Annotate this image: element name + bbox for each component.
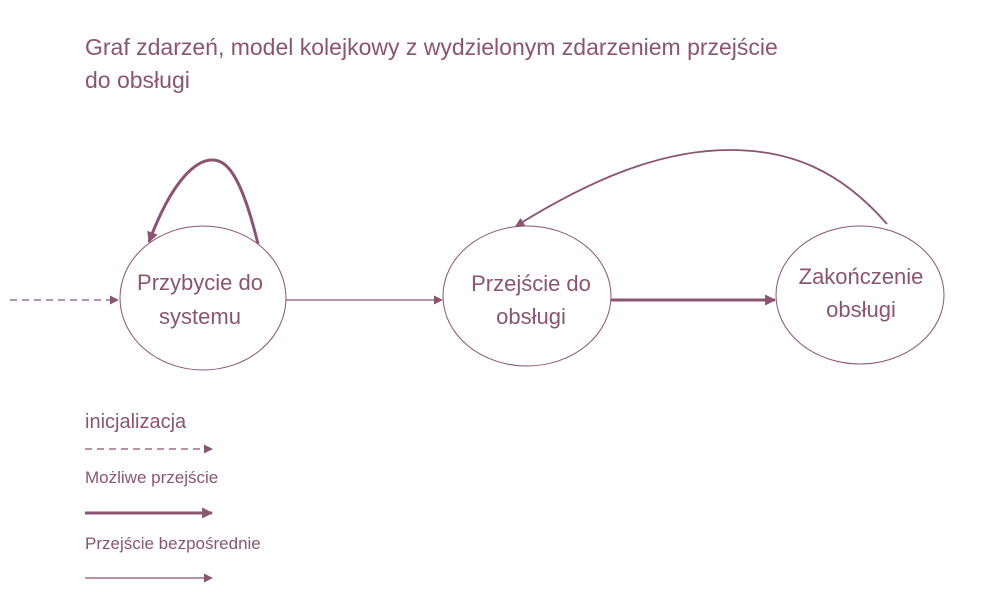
node-arrival-label-line-2: systemu xyxy=(159,304,241,329)
edge-completion-to-transition xyxy=(515,149,888,227)
diagram-title-line-2: do obsługi xyxy=(85,67,190,93)
node-transition-label-line-1: Przejście do xyxy=(471,271,591,296)
edge-self-loop-arrival xyxy=(147,158,260,245)
node-arrival: Przybycie do systemu xyxy=(119,225,287,371)
node-transition: Przejście do obsługi xyxy=(442,225,612,367)
diagram-title-line-1: Graf zdarzeń, model kolejkowy z wydzielo… xyxy=(85,34,778,60)
node-completion-label-line-1: Zakończenie xyxy=(799,264,924,289)
legend-possible-label: Możliwe przejście xyxy=(85,468,218,487)
legend-direct-label: Przejście bezpośrednie xyxy=(85,534,261,553)
node-completion: Zakończenie obsługi xyxy=(775,225,945,365)
node-transition-label-line-2: obsługi xyxy=(496,304,566,329)
node-arrival-label-line-1: Przybycie do xyxy=(137,270,263,295)
node-completion-label-line-2: obsługi xyxy=(826,297,896,322)
legend-init-label: inicjalizacja xyxy=(85,411,187,433)
legend: inicjalizacja Możliwe przejście Przejści… xyxy=(85,411,261,583)
